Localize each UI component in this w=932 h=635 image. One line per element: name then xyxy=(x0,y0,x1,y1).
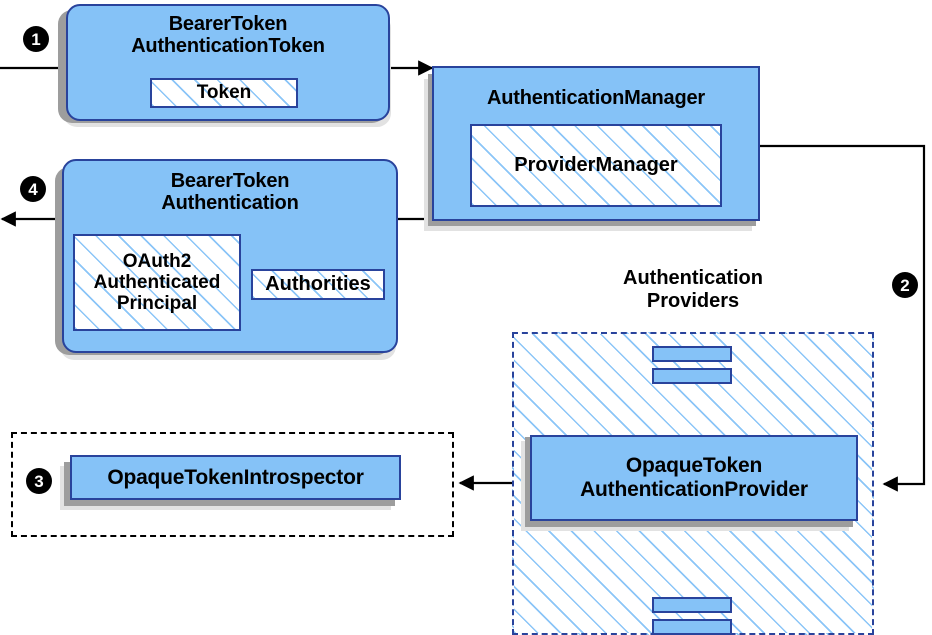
token-inner-box[interactable]: Token xyxy=(150,78,298,108)
provider-bar-bottom-1 xyxy=(652,597,732,613)
provider-bar-top-2 xyxy=(652,368,732,384)
node-opaque-token-authentication-provider[interactable]: OpaqueToken AuthenticationProvider xyxy=(530,435,858,521)
opaque-token-introspector-title: OpaqueTokenIntrospector xyxy=(107,465,364,489)
arrow-manager-to-provider xyxy=(760,144,926,492)
oauth2-authenticated-principal-inner-box[interactable]: OAuth2 Authenticated Principal xyxy=(73,234,241,331)
step-bullet-4: 4 xyxy=(20,176,46,202)
step-bullet-2: 2 xyxy=(892,272,918,298)
provider-bar-top-1 xyxy=(652,346,732,362)
bearer-token-authentication-title: BearerToken Authentication xyxy=(161,170,299,215)
authentication-manager-title: AuthenticationManager xyxy=(486,87,706,109)
node-opaque-token-introspector[interactable]: OpaqueTokenIntrospector xyxy=(70,455,401,500)
provider-bar-bottom-2 xyxy=(652,619,732,635)
authentication-providers-label: Authentication Providers xyxy=(623,267,763,312)
bearer-token-authentication-token-title: BearerToken AuthenticationToken xyxy=(131,13,325,58)
step-bullet-3: 3 xyxy=(26,468,52,494)
opaque-token-authentication-provider-title: OpaqueToken AuthenticationProvider xyxy=(580,454,808,501)
step-bullet-1: 1 xyxy=(23,26,49,52)
authorities-inner-box[interactable]: Authorities xyxy=(251,269,385,300)
provider-manager-inner-box[interactable]: ProviderManager xyxy=(470,124,722,207)
